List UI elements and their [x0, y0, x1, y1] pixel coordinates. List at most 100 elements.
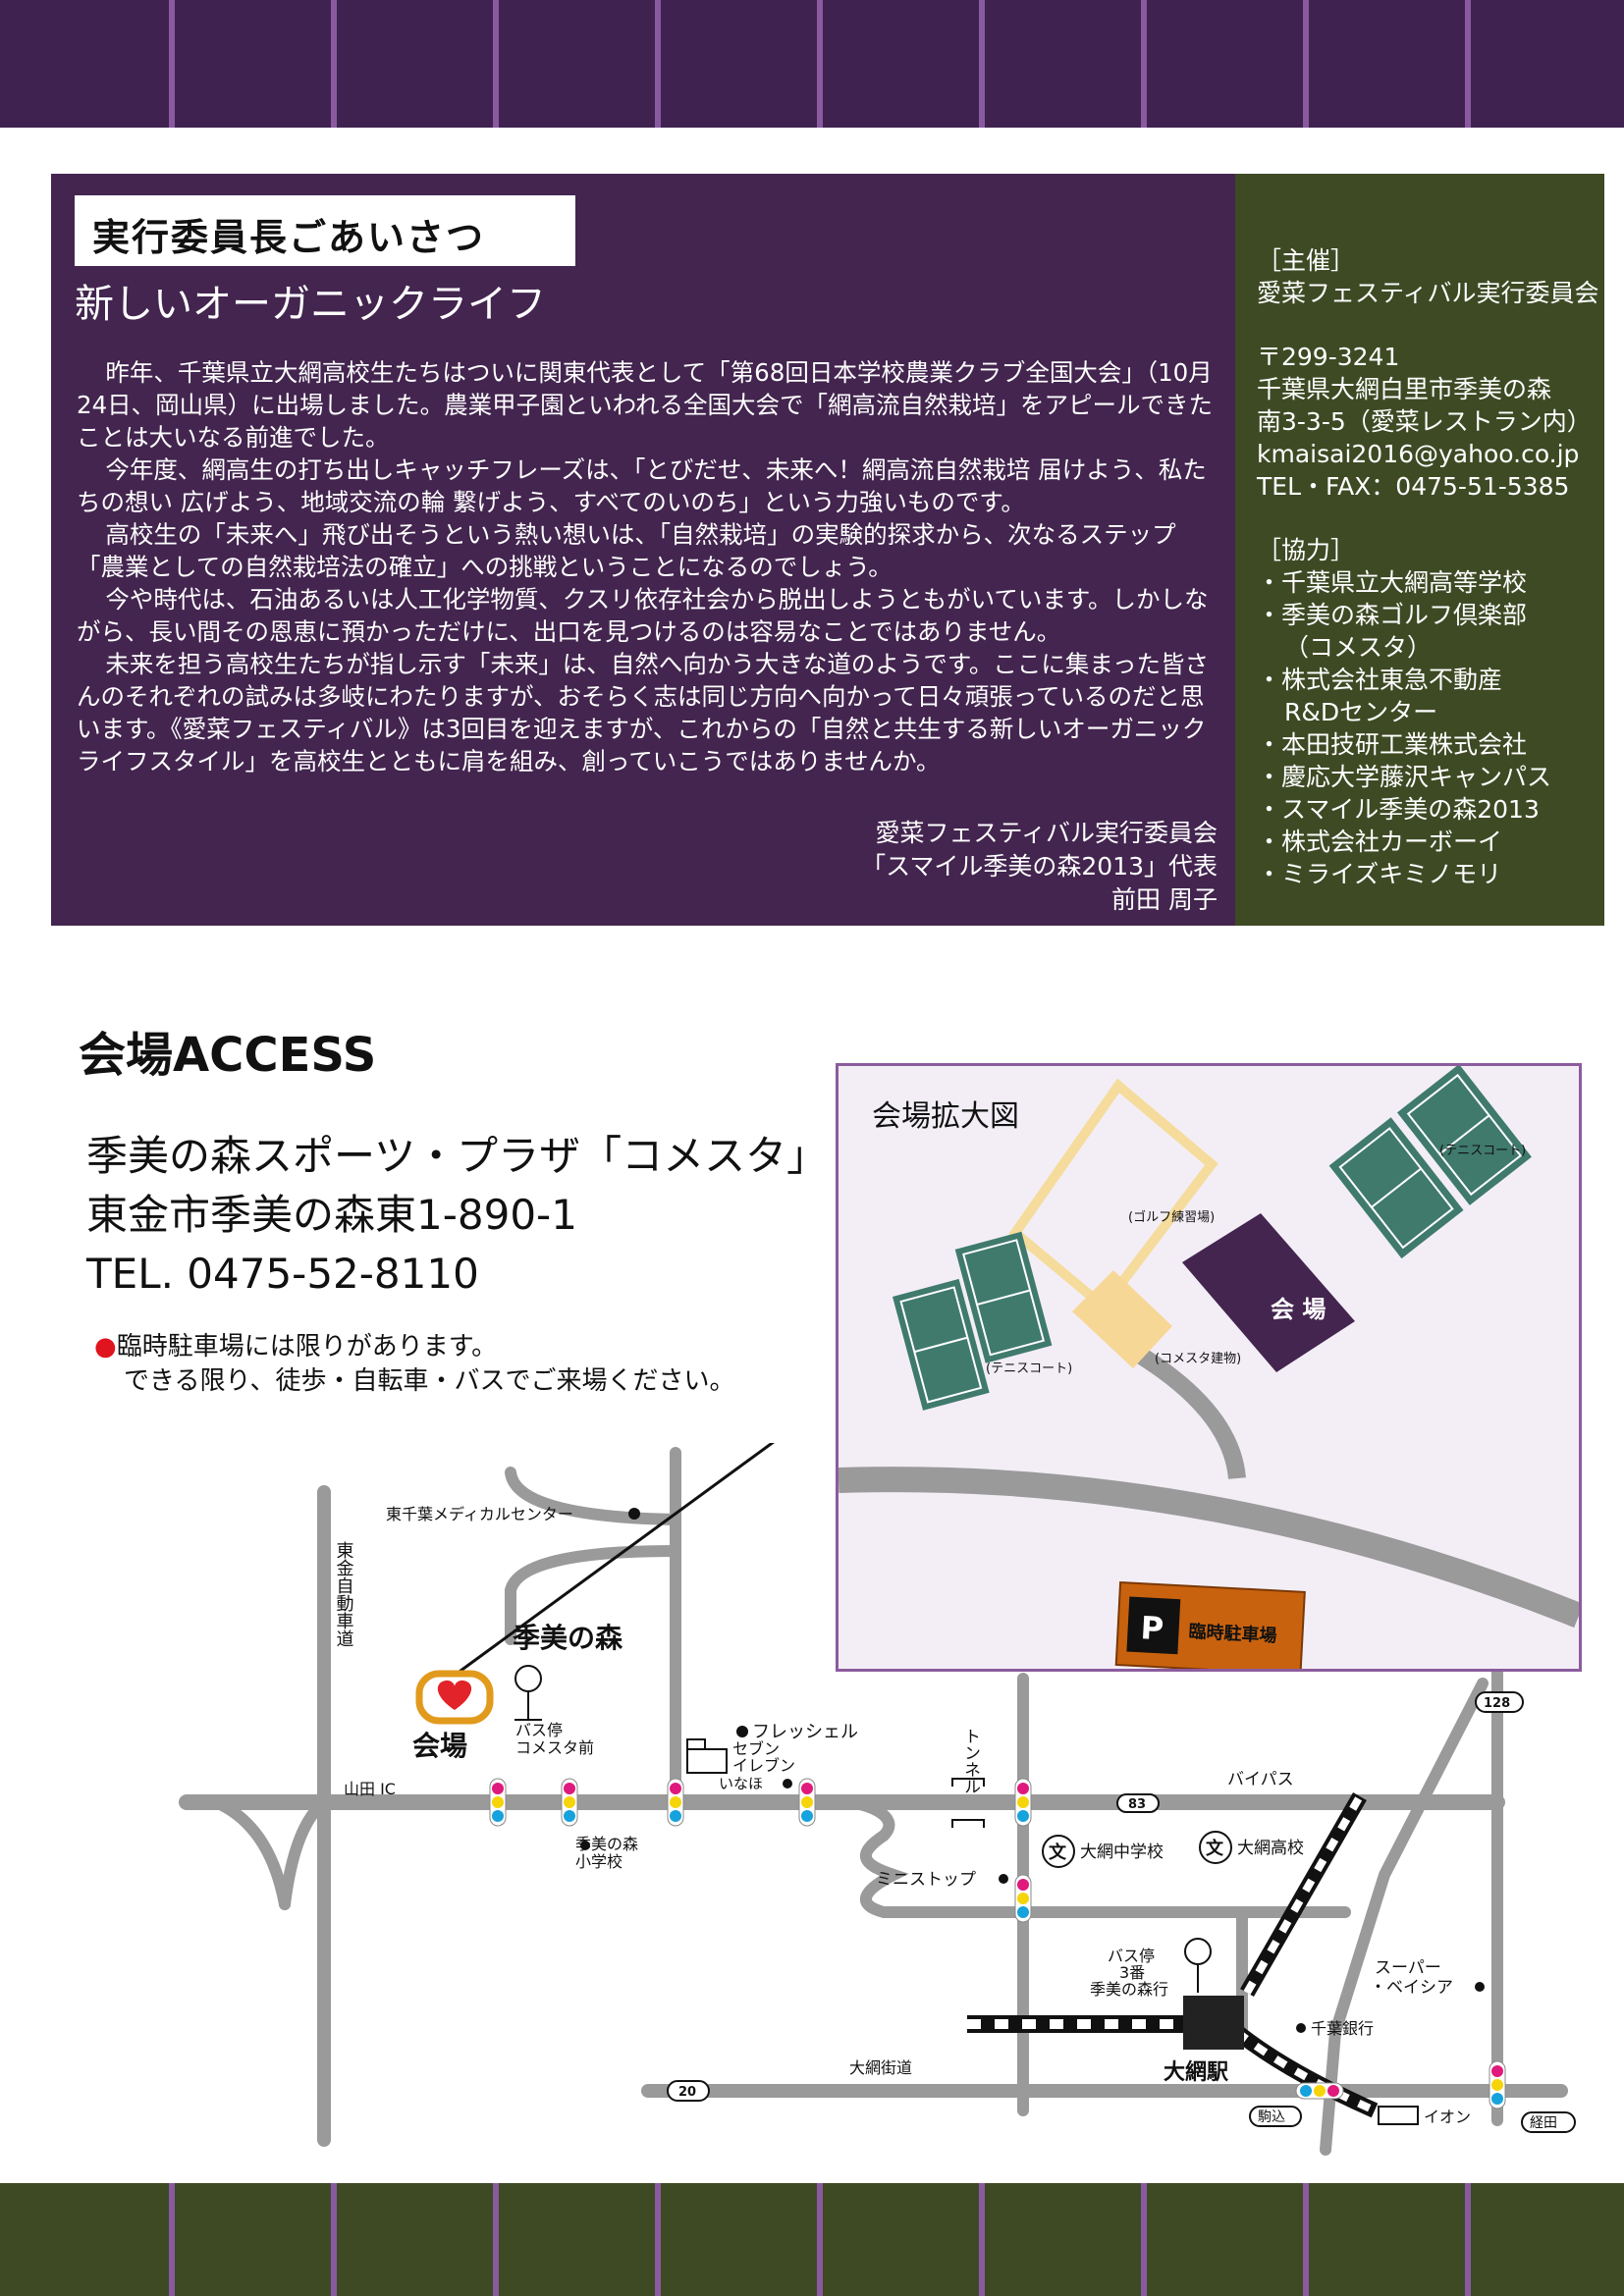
keita-icon: 経田	[1521, 2111, 1576, 2133]
band-stripe	[655, 2183, 661, 2296]
greeting-subtitle: 新しいオーガニックライフ	[75, 282, 546, 327]
traffic-signal-icon	[561, 1778, 578, 1827]
school-icon: 文	[1199, 1831, 1232, 1864]
band-stripe	[979, 0, 985, 128]
venue-tel: TEL. 0475-52-8110	[86, 1250, 479, 1298]
venue-address: 東金市季美の森東1-890-1	[86, 1191, 577, 1239]
fresh-label: フレッシェル	[752, 1722, 858, 1742]
band-stripe	[169, 2183, 175, 2296]
access-title: 会場ACCESS	[79, 1028, 377, 1083]
greeting-body: 昨年、千葉県立大網高校生たちはついに関東代表として「第68回日本学校農業クラブ全…	[77, 356, 1216, 777]
email-link[interactable]: kmaisai2016@yahoo.co.jp	[1257, 440, 1580, 468]
ooami-station-label: 大網駅	[1164, 2059, 1228, 2085]
inaho-dot	[783, 1779, 792, 1789]
band-stripe	[493, 0, 499, 128]
traffic-signal-icon	[798, 1778, 816, 1827]
band-stripe	[169, 0, 175, 128]
aeon-icon	[1378, 2106, 1419, 2125]
inset-title: 会場拡大図	[872, 1099, 1019, 1134]
chiba-bank-label: 千葉銀行	[1311, 2019, 1374, 2038]
greeting-paragraph: 高校生の「未来へ」飛び出そうという熱い想いは、「自然栽培」の実験的探求から、次な…	[77, 520, 1176, 581]
bus-stop-3-label: 季美の森行	[1090, 1980, 1168, 1999]
band-stripe	[331, 0, 337, 128]
comesta-building	[1072, 1270, 1172, 1368]
traffic-signal-icon	[1295, 2082, 1344, 2100]
greeting-paragraph: 昨年、千葉県立大網高校生たちはついに関東代表として「第68回日本学校農業クラブ全…	[77, 358, 1213, 452]
road-winding	[839, 1796, 1351, 1918]
svg-text:128: 128	[1484, 1696, 1510, 1711]
inset-road	[839, 1467, 1579, 1629]
cooperation-item: ・ミライズキミノモリ	[1257, 860, 1502, 888]
parking-notice: ●臨時駐車場には限りがあります。 できる限り、徒歩・自転車・バスでご来場ください…	[94, 1330, 734, 1399]
seven-label: セブン	[732, 1739, 780, 1758]
cooperation-list: ・千葉県立大網高等学校 ・季美の森ゴルフ倶楽部（コメスタ） ・株式会社東急不動産…	[1257, 566, 1600, 890]
traffic-signal-icon	[1014, 1874, 1032, 1923]
route-20-icon: 20	[667, 2080, 710, 2102]
cooperation-item: ・株式会社カーボーイ	[1257, 828, 1503, 856]
road-ic-loop	[210, 1796, 291, 1910]
bus-stop-label: コメスタ前	[515, 1738, 594, 1757]
parking-label: 臨時駐車場	[1188, 1621, 1277, 1647]
school-icon: 文	[1042, 1835, 1075, 1868]
bus-stop-label: バス停	[515, 1721, 563, 1739]
yamada-ic-label: 山田 IC	[344, 1780, 396, 1798]
band-stripe	[1303, 0, 1309, 128]
greeting-title-box: 実行委員長ごあいさつ	[75, 195, 575, 266]
svg-text:駒込: 駒込	[1258, 2109, 1285, 2125]
road-ic-loop	[279, 1796, 330, 1910]
greeting-paragraph: 今年度、網高生の打ち出しキャッチフレーズは、「とびだせ、未来へ！網高流自然栽培 …	[77, 455, 1207, 516]
traffic-signal-icon	[1489, 2060, 1506, 2109]
tennis-court-left	[893, 1231, 1053, 1411]
tennis-court-right	[1328, 1066, 1532, 1259]
medical-center-dot	[628, 1508, 640, 1520]
band-stripe	[979, 2183, 985, 2296]
bus-stop-icon	[514, 1665, 542, 1721]
band-stripe	[655, 0, 661, 128]
band-stripe	[1141, 0, 1147, 128]
tunnel-label: トンネル	[960, 1728, 980, 1794]
tunnel-icon	[951, 1778, 985, 1787]
band-stripe	[1465, 2183, 1471, 2296]
comesta-label: (コメスタ建物)	[1155, 1352, 1241, 1366]
bus-stop-icon	[1184, 1938, 1212, 1993]
band-stripe	[817, 0, 823, 128]
venue-name: 季美の森スポーツ・プラザ「コメスタ」	[86, 1132, 829, 1180]
venue-inset-map: 会場拡大図 (ゴルフ練習場) (コメスタ建物) 会 場 (テニスコート) (テニ…	[836, 1063, 1582, 1672]
cooperation-item: ・千葉県立大網高等学校	[1257, 568, 1528, 597]
venue-heart-icon	[415, 1670, 494, 1725]
elementary-label: 季美の森	[575, 1835, 638, 1853]
map-venue-label: 会場	[412, 1730, 467, 1762]
greeting-paragraph: 未来を担う高校生たちが指し示す「未来」は、自然へ向かう大きな道のようです。ここに…	[77, 650, 1209, 775]
super-dot	[1475, 1982, 1485, 1992]
super-label: スーパー	[1375, 1958, 1441, 1978]
ministop-dot	[999, 1874, 1008, 1884]
svg-text:経田: 経田	[1530, 2115, 1557, 2131]
super-label: ・ベイシア	[1370, 1978, 1453, 1998]
fresh-dot	[736, 1726, 748, 1737]
band-stripe	[1303, 2183, 1309, 2296]
svg-text:20: 20	[678, 2085, 696, 2100]
notice-line: できる限り、徒歩・自転車・バスでご来場ください。	[124, 1366, 735, 1396]
inset-venue-label: 会 場	[1271, 1296, 1326, 1323]
route-83-icon: 83	[1116, 1793, 1160, 1813]
route-128-icon: 128	[1475, 1691, 1524, 1713]
band-stripe	[1141, 2183, 1147, 2296]
venue-info: 季美の森スポーツ・プラザ「コメスタ」 東金市季美の森東1-890-1 TEL. …	[86, 1127, 828, 1304]
red-dot-icon: ●	[94, 1332, 117, 1362]
bus-stop-3-label: バス停	[1108, 1947, 1155, 1965]
golf-label: (ゴルフ練習場)	[1128, 1209, 1215, 1225]
railway	[967, 1792, 1379, 2118]
ooami-street-label: 大網街道	[849, 2058, 912, 2077]
cooperation-item: ・スマイル季美の森2013	[1257, 795, 1540, 824]
greeting-panel: 実行委員長ごあいさつ 新しいオーガニックライフ 昨年、千葉県立大網高校生たちはつ…	[51, 174, 1235, 926]
organizer-sidebar: ［主催］ 愛菜フェスティバル実行委員会 〒299-3241 千葉県大網白里市季美…	[1235, 174, 1604, 926]
arrow-line	[456, 1443, 775, 1676]
tennis-right-label: (テニスコート)	[1439, 1144, 1526, 1158]
signature-line: 愛菜フェスティバル実行委員会	[875, 819, 1218, 847]
organizer-name: 愛菜フェスティバル実行委員会	[1257, 279, 1599, 307]
band-stripe	[817, 2183, 823, 2296]
bypass-label: バイパス	[1227, 1770, 1294, 1789]
greeting-title: 実行委員長ごあいさつ	[92, 216, 486, 259]
parking-area: P 臨時駐車場	[1114, 1581, 1306, 1669]
